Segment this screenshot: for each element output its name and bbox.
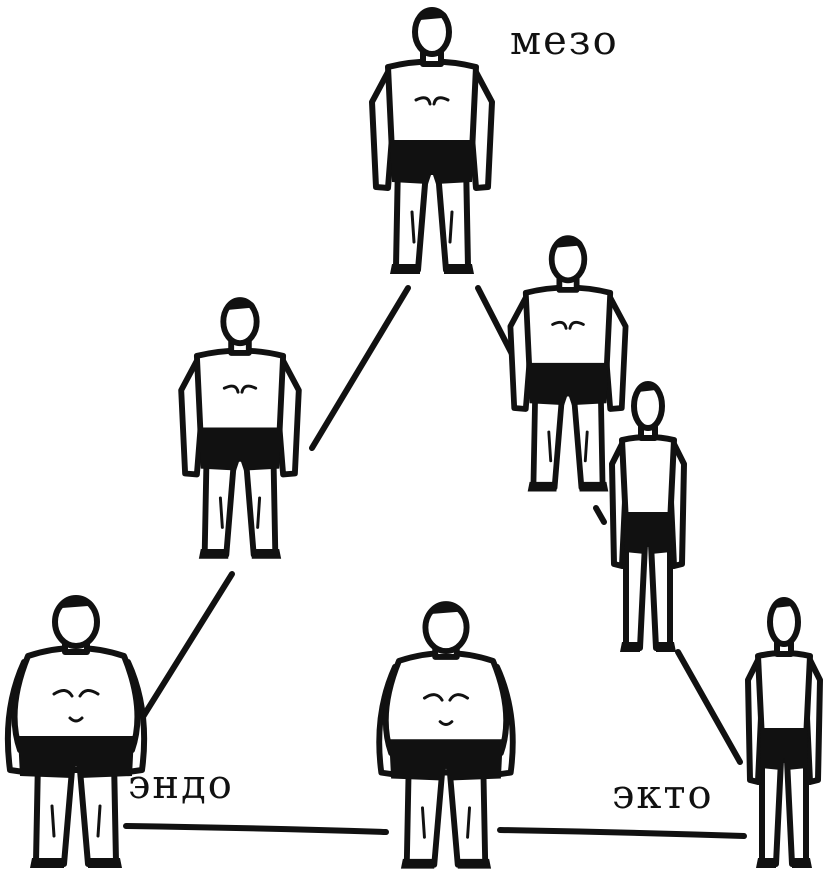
meso-figure — [372, 10, 492, 274]
ecto-meso-figure — [612, 384, 684, 652]
edge-center-to-ecto-base — [497, 827, 747, 839]
meso-ecto-figure — [510, 238, 625, 492]
edge-endo-mid-to-endo — [133, 571, 235, 731]
ecto-figure — [748, 600, 820, 868]
triangle-edges — [123, 285, 747, 839]
endo-meso-figure — [181, 300, 299, 559]
edge-ecto-mid-dash — [593, 505, 607, 525]
label-meso: мезо — [510, 18, 619, 64]
edge-meso-to-endo-upper — [309, 285, 411, 451]
edge-ecto-lower-to-ecto — [675, 649, 743, 765]
label-ecto: экто — [612, 772, 714, 818]
edge-endo-to-center-base — [123, 823, 389, 835]
label-endo: эндо — [128, 762, 234, 808]
center-base-figure — [379, 603, 513, 869]
